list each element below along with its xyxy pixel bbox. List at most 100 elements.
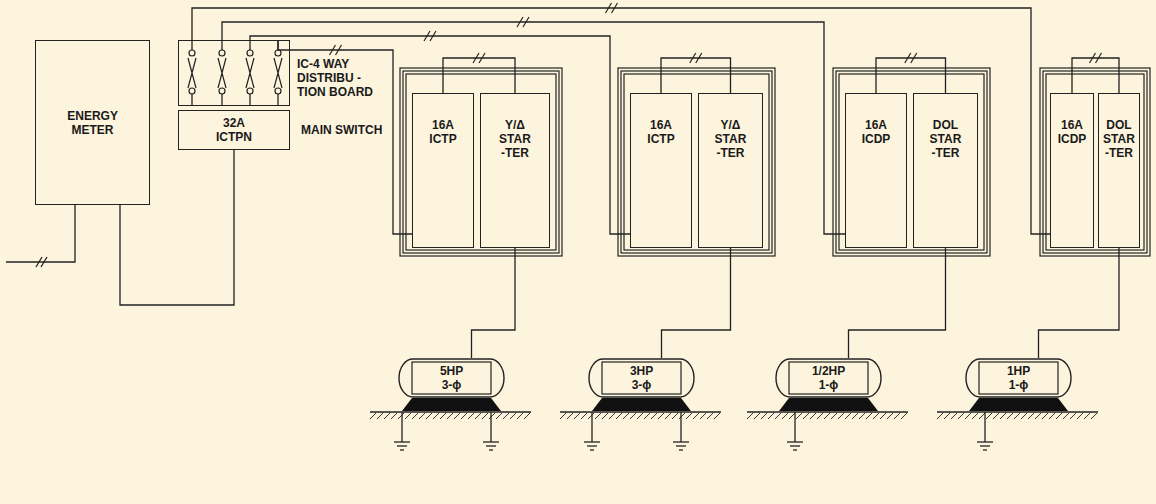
wire	[472, 248, 516, 358]
node-label: MAIN SWITCH	[301, 123, 382, 137]
floor-hatch	[454, 413, 460, 419]
earth-symbol	[486, 445, 496, 446]
floor-hatch	[817, 413, 823, 419]
starter-enclosure	[621, 71, 772, 253]
fuse-symbol	[189, 50, 195, 56]
floor-hatch	[852, 413, 858, 419]
wire	[1072, 58, 1119, 93]
floor-hatch	[972, 413, 978, 419]
node-label: DOL STAR -TER	[930, 118, 962, 160]
node-label: 1/2HP 1-ϕ	[812, 364, 845, 392]
wire-slash	[696, 53, 702, 63]
starter-enclosure	[1046, 74, 1144, 250]
floor-hatch	[768, 413, 774, 419]
starter-enclosure	[403, 71, 559, 253]
floor-hatch	[986, 413, 992, 419]
floor-hatch	[965, 413, 971, 419]
floor-hatch	[887, 413, 893, 419]
floor-hatch	[672, 413, 678, 419]
earth-symbol	[587, 445, 597, 446]
earth-symbol	[793, 449, 797, 450]
floor-hatch	[1014, 413, 1020, 419]
wire-slash	[41, 257, 47, 267]
floor-hatch	[686, 413, 692, 419]
floor-hatch	[419, 413, 425, 419]
node-label: 16A ICTP	[429, 118, 456, 146]
floor-hatch	[637, 413, 643, 419]
fuse-symbol	[246, 58, 254, 88]
earth-symbol	[584, 441, 600, 442]
earth-wire	[401, 412, 402, 442]
node-label: 16A ICTP	[647, 118, 674, 146]
wire-slash	[1096, 53, 1102, 63]
starter-box: Y/Δ STAR -TER	[480, 93, 550, 248]
floor-hatch	[377, 413, 383, 419]
floor-hatch	[859, 413, 865, 419]
fuse-symbol	[188, 58, 196, 88]
floor-hatch	[503, 413, 509, 419]
floor-line	[747, 411, 908, 412]
floor-hatch	[1028, 413, 1034, 419]
earth-symbol	[679, 449, 683, 450]
floor-hatch	[560, 413, 566, 419]
floor-hatch	[1091, 413, 1097, 419]
floor-hatch	[644, 413, 650, 419]
wire-slash	[911, 53, 917, 63]
distribution-board: IC-4 WAY DISTRIBU -TION BOARD	[178, 40, 290, 106]
floor-hatch	[951, 413, 957, 419]
floor-hatch	[810, 413, 816, 419]
floor-hatch	[714, 413, 720, 419]
supply-wire	[6, 205, 75, 262]
floor-hatch	[412, 413, 418, 419]
floor-hatch	[1084, 413, 1090, 419]
floor-hatch	[754, 413, 760, 419]
floor-hatch	[574, 413, 580, 419]
wire-slash	[905, 53, 911, 63]
floor-hatch	[651, 413, 657, 419]
earth-symbol	[676, 445, 686, 446]
wire	[1039, 248, 1120, 358]
node-label: 16A ICDP	[862, 118, 891, 146]
floor-line	[937, 411, 1098, 412]
node-label: Y/Δ STAR -TER	[499, 118, 531, 160]
floor-hatch	[796, 413, 802, 419]
floor-hatch	[588, 413, 594, 419]
floor-line	[370, 411, 531, 412]
floor-hatch	[707, 413, 713, 419]
floor-hatch	[510, 413, 516, 419]
floor-hatch	[831, 413, 837, 419]
floor-hatch	[944, 413, 950, 419]
floor-hatch	[1070, 413, 1076, 419]
fuse-symbol	[189, 88, 195, 94]
floor-hatch	[567, 413, 573, 419]
fuse-symbol	[277, 94, 278, 106]
wire-slash	[479, 53, 485, 63]
floor-hatch	[866, 413, 872, 419]
starter-box: Y/Δ STAR -TER	[698, 93, 763, 248]
starter-box: DOL STAR -TER	[913, 93, 978, 248]
fuse-symbol	[274, 58, 282, 88]
floor-hatch	[1000, 413, 1006, 419]
wire	[849, 248, 946, 358]
floor-hatch	[789, 413, 795, 419]
motor-outline	[412, 362, 491, 394]
floor-hatch	[370, 413, 376, 419]
fuse-symbol	[219, 88, 225, 94]
wire-slash	[36, 257, 42, 267]
floor-hatch	[658, 413, 664, 419]
floor-hatch	[630, 413, 636, 419]
earth-symbol	[980, 445, 990, 446]
earth-wire	[984, 412, 985, 442]
floor-hatch	[433, 413, 439, 419]
motor-outline	[979, 362, 1058, 394]
floor-hatch	[426, 413, 432, 419]
floor-hatch	[461, 413, 467, 419]
wire	[876, 58, 946, 93]
floor-hatch	[475, 413, 481, 419]
fuse-symbol	[191, 94, 192, 106]
floor-hatch	[880, 413, 886, 419]
floor-hatch	[489, 413, 495, 419]
floor-hatch	[679, 413, 685, 419]
earth-wire	[591, 412, 592, 442]
